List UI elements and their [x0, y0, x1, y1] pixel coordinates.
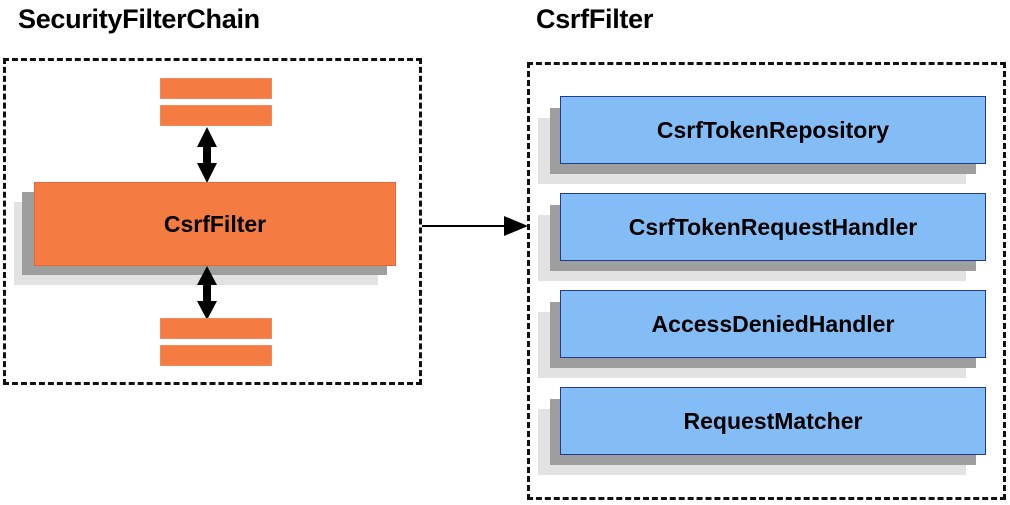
csrf-filter-detail-panel — [527, 62, 1006, 500]
component-box-csrf-token-repository[interactable]: CsrfTokenRepository — [560, 96, 986, 164]
chain-to-detail-connector-arrow — [422, 216, 532, 236]
security-filter-chain-panel — [3, 58, 422, 385]
filter-placeholder-bar-lower-2 — [160, 345, 272, 366]
csrf-filter-box[interactable]: CsrfFilter — [34, 182, 396, 266]
filter-chain-arrow-lower — [190, 266, 224, 320]
filter-placeholder-bar-lower-1 — [160, 318, 272, 339]
component-box-csrf-token-request-handler[interactable]: CsrfTokenRequestHandler — [560, 193, 986, 261]
left-panel-title: SecurityFilterChain — [18, 4, 260, 34]
right-panel-title: CsrfFilter — [536, 4, 654, 34]
filter-chain-arrow-upper — [190, 127, 224, 183]
filter-placeholder-bar-upper-2 — [160, 105, 272, 126]
filter-placeholder-bar-upper-1 — [160, 78, 272, 99]
component-box-access-denied-handler[interactable]: AccessDeniedHandler — [560, 290, 986, 358]
component-box-request-matcher[interactable]: RequestMatcher — [560, 387, 986, 455]
